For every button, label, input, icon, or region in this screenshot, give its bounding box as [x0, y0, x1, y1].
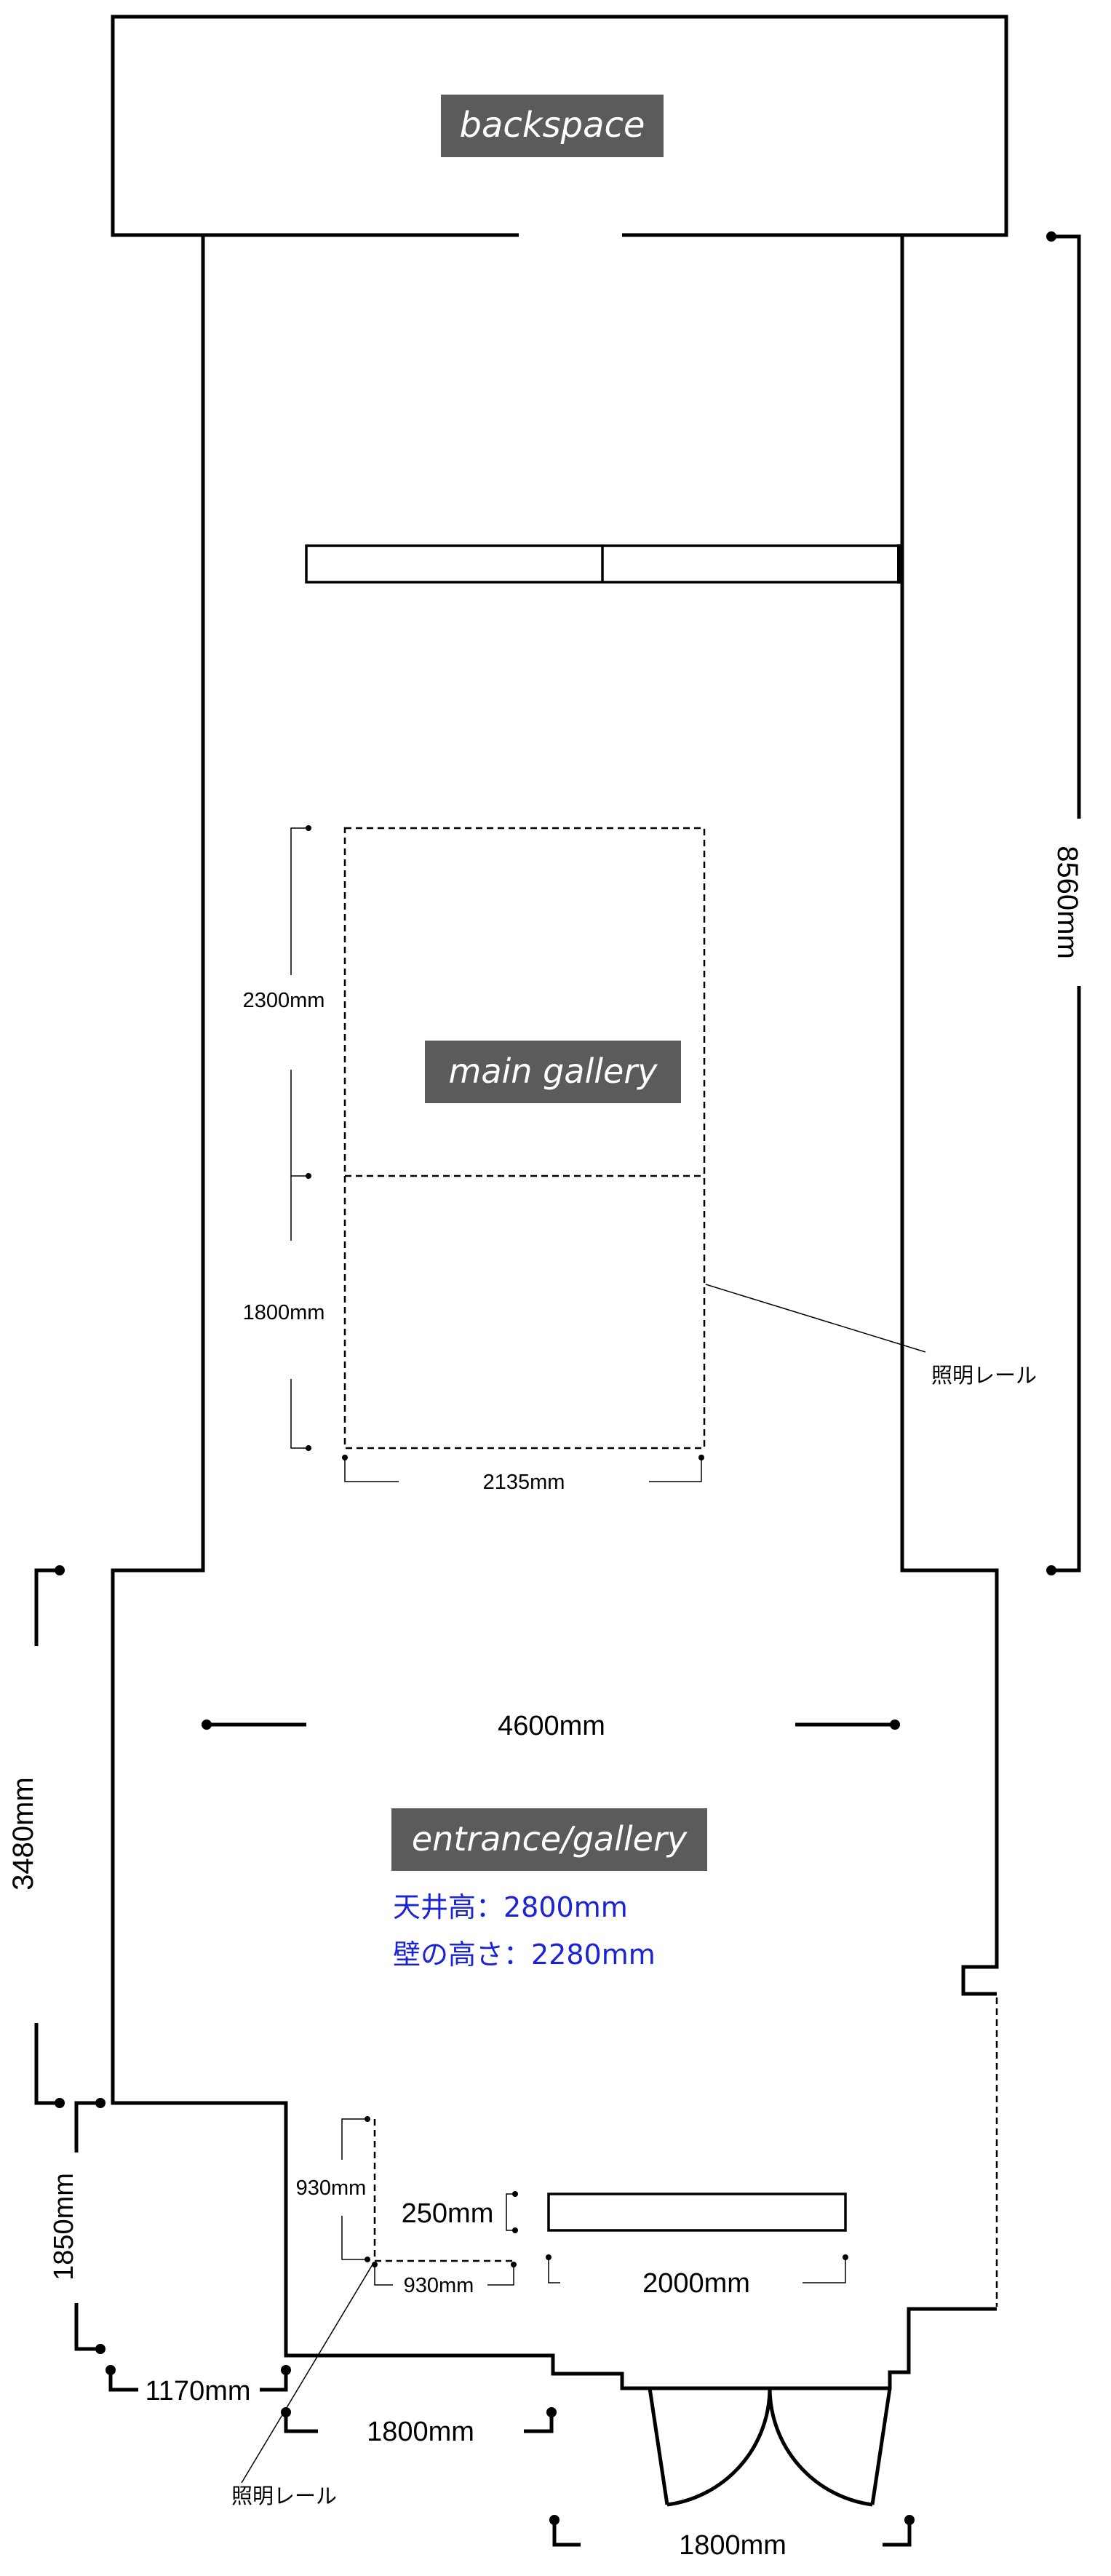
- front-opening-dimension: [281, 2407, 557, 2433]
- entrance-doors: [648, 2388, 892, 2507]
- door-width-dimension: [549, 2515, 915, 2547]
- small-rail-horizontal-label: 930mm: [404, 2274, 474, 2297]
- counter: [547, 2193, 847, 2232]
- door-width-label: 1800mm: [679, 2530, 787, 2561]
- front-opening-label: 1800mm: [367, 2417, 474, 2447]
- wall-height-note: 壁の高さ：2280mm: [393, 1939, 656, 1971]
- counter-depth-label: 250mm: [402, 2198, 494, 2229]
- main-gallery-label: main gallery: [449, 1052, 658, 1091]
- counter-width-label: 2000mm: [642, 2268, 750, 2299]
- wall-shelf: [305, 544, 901, 584]
- entrance-width-label: 4600mm: [498, 1711, 605, 1741]
- side-step-dimension: [105, 2365, 291, 2392]
- lower-offset-dimension: [74, 2098, 105, 2354]
- lower-offset-label: 1850mm: [49, 2173, 79, 2281]
- counter-width-dimension: [546, 2254, 848, 2283]
- entrance-length-label: 3480mm: [7, 1777, 39, 1891]
- rail-width-dimension: [342, 1455, 704, 1482]
- main-gallery-walls: [111, 235, 999, 2390]
- entrance-length-dimension: [34, 1565, 65, 2108]
- small-rail-vertical-label: 930mm: [296, 2177, 367, 2200]
- main-length-label: 8560mm: [1051, 846, 1083, 959]
- lighting-rail-main-label: 照明レール: [931, 1364, 1037, 1388]
- rail-vertical-dimension: [290, 825, 311, 1451]
- side-step-label: 1170mm: [145, 2376, 250, 2406]
- lighting-rail-leader: [705, 1284, 926, 1353]
- lighting-rail-entrance: [241, 2116, 517, 2484]
- lighting-rail-main: [343, 827, 706, 1450]
- entrance-gallery-label: entrance/gallery: [412, 1819, 688, 1859]
- main-gallery-label-box: [425, 1041, 681, 1103]
- rail-width-label: 2135mm: [483, 1471, 565, 1494]
- ceiling-height-note: 天井高：2800mm: [393, 1891, 628, 1923]
- entrance-gallery-label-box: [391, 1808, 707, 1871]
- counter-depth-dimension: [506, 2191, 518, 2233]
- backspace-label-box: [441, 95, 664, 157]
- lighting-rail-entrance-label: 照明レール: [231, 2485, 337, 2508]
- entrance-width-dimension: [202, 1720, 900, 1730]
- backspace-label: backspace: [460, 105, 645, 146]
- main-length-dimension: [1046, 231, 1081, 1575]
- rail-length-lower-label: 1800mm: [243, 1301, 325, 1324]
- backspace-room: [111, 15, 1008, 237]
- rail-length-upper-label: 2300mm: [243, 989, 325, 1012]
